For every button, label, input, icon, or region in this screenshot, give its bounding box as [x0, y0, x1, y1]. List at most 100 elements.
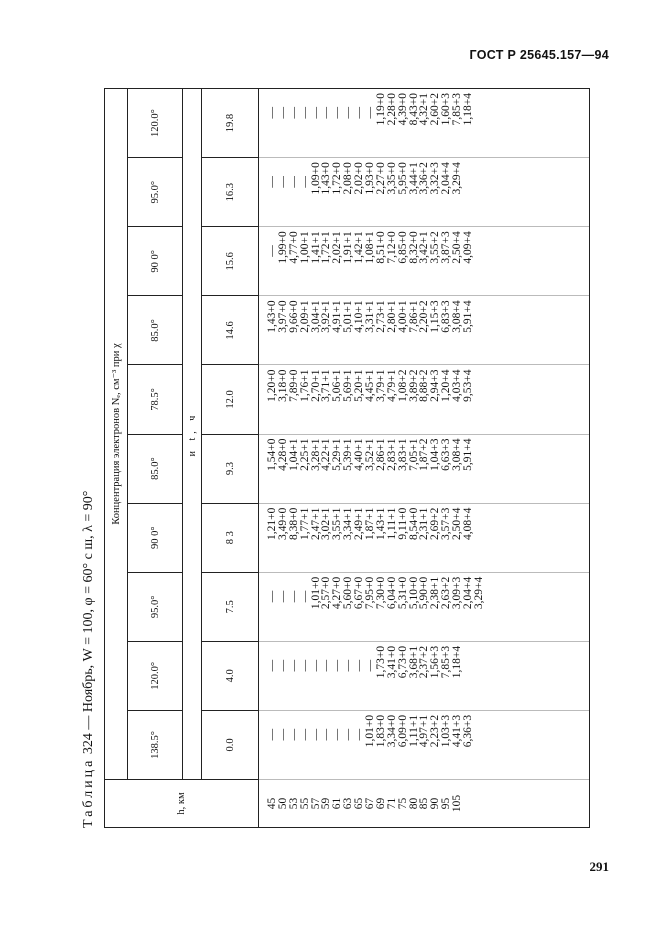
cell-value: — [331, 107, 344, 119]
cell-value: — [342, 728, 355, 741]
chi-header-cell: 95.0° [127, 157, 183, 227]
page-number: 291 [589, 859, 610, 874]
cell-value: — [276, 176, 289, 188]
cell-value: 1,76+1 [298, 369, 311, 402]
chi-header-cell: 95.0° [127, 572, 183, 642]
rotated-table-block: Таблица 324 — Ноябрь, W = 100, φ = 60° с… [78, 88, 623, 828]
chi-header-cell: 85.0° [127, 434, 183, 504]
t-header-cell: 19.8 [201, 88, 259, 158]
cell-value: — [287, 590, 300, 603]
cell-value: — [331, 659, 344, 672]
cell-value: — [276, 659, 289, 672]
cell-value: — [287, 728, 300, 741]
group-header: Концентрация электронов Nₑ, см⁻³ при χ [104, 88, 128, 780]
t-header-cell: 0.0 [201, 710, 259, 780]
cell-value: — [266, 590, 278, 603]
cell-value: — [287, 176, 300, 188]
cell-value: — [266, 176, 278, 188]
cell-value: — [309, 728, 322, 741]
t-header-cell: 14.6 [201, 295, 259, 365]
cell-value: — [287, 659, 300, 672]
cell-value: 1,08+2 [396, 369, 409, 402]
cell-value: — [353, 107, 366, 119]
cell-value: 5,95+0 [396, 162, 409, 195]
cell-value: — [309, 659, 322, 672]
cell-value: — [298, 659, 311, 672]
t-header-cell: 9.3 [201, 434, 259, 504]
cell-value: — [276, 590, 289, 603]
cell-value: 6,36+3 [462, 714, 475, 748]
t-header-cell: 12.0 [201, 364, 259, 435]
cell-value: 4,08+4 [462, 507, 475, 540]
h-value: 55 [298, 797, 311, 810]
cell-value: 6,09+0 [396, 714, 409, 748]
cell-value: 2,25+1 [298, 438, 311, 471]
cell-value: 9,53+4 [462, 369, 475, 402]
cell-value: 9,11+0 [396, 507, 409, 540]
cell-value: — [266, 107, 278, 119]
cell-value: — [266, 659, 278, 672]
cell-value: 6,85+0 [396, 231, 409, 264]
cell-value: 5,91+4 [462, 300, 475, 333]
cell-value: — [342, 659, 355, 672]
cell-value: 1,00+1 [298, 231, 311, 264]
cell-value: — [298, 728, 311, 741]
chi-header-cell: 90 0° [127, 503, 183, 573]
t-header-cell: 8 3 [201, 503, 259, 573]
cell-value: — [320, 728, 333, 741]
cell-value: 2,09+1 [298, 300, 311, 333]
cell-value: 4,39+0 [396, 93, 409, 126]
document-header: ГОСТ Р 25645.157—94 [469, 48, 609, 62]
cell-value: — [287, 107, 300, 119]
caption-text: 324 — Ноябрь, W = 100, φ = 60° с ш, λ = … [81, 490, 96, 755]
caption-prefix: Таблица [81, 757, 96, 828]
chi-header-cell: 120.0° [127, 641, 183, 711]
cell-value: — [298, 107, 311, 119]
table-caption: Таблица 324 — Ноябрь, W = 100, φ = 60° с… [78, 88, 100, 828]
cell-value: — [298, 176, 311, 188]
cell-value: — [298, 590, 311, 603]
chi-header-cell: 120.0° [127, 88, 183, 158]
cell-value: 1,18+4 [462, 93, 475, 126]
t-header-cell: 16.3 [201, 157, 259, 227]
chi-header-cell: 138.5° [127, 710, 183, 780]
cell-value: — [331, 728, 344, 741]
cell-value: — [353, 659, 366, 672]
chi-header-row: 138.5°120.0°95.0°90 0°85.0°78.5°85.0°90 … [127, 88, 183, 828]
t-header-cell: 15.6 [201, 226, 259, 296]
cell-value: 5,91+4 [462, 438, 475, 471]
cell-value: — [276, 107, 289, 119]
cell-value: — [320, 659, 333, 672]
cell-value: — [309, 107, 322, 119]
h-value: 105 [451, 794, 464, 813]
cell-value: 1,18+4 [451, 645, 464, 679]
cell-value: 4,09+4 [462, 231, 475, 264]
cell-value: — [266, 728, 278, 741]
h-column-header: h, км [104, 779, 259, 828]
cell-value: 3,29+4 [472, 576, 485, 610]
h-value: 75 [396, 797, 409, 810]
t-header-cell: 4.0 [201, 641, 259, 711]
t-header-cell: 7.5 [201, 572, 259, 642]
cell-value: — [320, 107, 333, 119]
cell-value: — [342, 107, 355, 119]
electron-concentration-table: h, км Концентрация электронов Nₑ, см⁻³ п… [104, 88, 590, 828]
t-header: и t, ч [182, 88, 202, 780]
chi-header-cell: 90 0° [127, 226, 183, 296]
cell-value: 4,00+1 [396, 300, 409, 333]
cell-value: 5,31+0 [396, 576, 409, 610]
chi-header-cell: 78.5° [127, 364, 183, 435]
cell-value: 6,73+0 [396, 645, 409, 679]
